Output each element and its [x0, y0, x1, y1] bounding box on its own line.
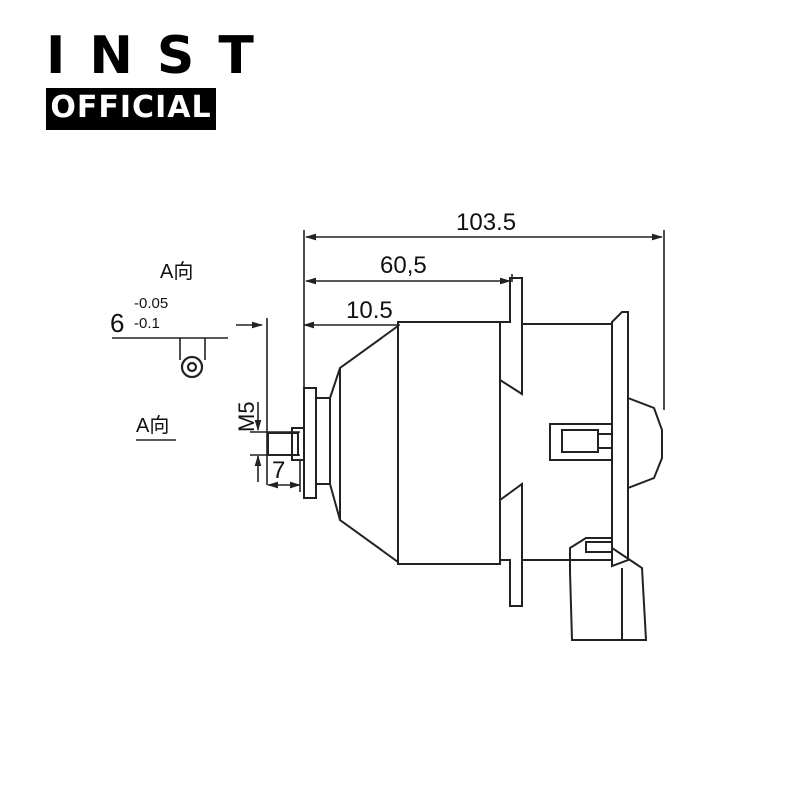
shaft-end-circle [180, 355, 204, 379]
tolerance-lower-label: -0.1 [134, 315, 160, 332]
connector-pin [597, 433, 613, 449]
mounting-bracket [499, 277, 523, 396]
shaft-end-inner [186, 361, 198, 373]
dimension-lines [112, 230, 665, 492]
thread-shaft [267, 432, 299, 456]
mounting-bracket-bottom [499, 482, 523, 607]
connector-slot-inner [561, 429, 599, 453]
body-length-label: 60,5 [380, 252, 427, 279]
front-boss [316, 397, 331, 485]
view-label-top: A向 [160, 260, 193, 283]
thread-label: M5 [234, 401, 259, 432]
overall-length-label: 103.5 [456, 209, 516, 236]
front-flange [303, 387, 317, 499]
view-a-shaft-end [180, 355, 204, 379]
shaft-diameter-label: 6 [110, 308, 124, 338]
rear-cap [627, 397, 663, 489]
brand-tagline: OFFICIAL [46, 88, 216, 130]
shaft-length-label: 10.5 [346, 297, 393, 324]
tolerance-upper-label: -0.05 [134, 295, 168, 312]
view-label-side: A向 [136, 414, 169, 437]
motor-outline [267, 277, 663, 641]
motor-housing [397, 321, 501, 565]
thread-length-label: 7 [272, 457, 285, 484]
dimension-labels: 103.5 60,5 10.5 M5 7 6 -0.05 -0.1 A向 A向 [110, 209, 516, 484]
electrical-connector [569, 537, 648, 641]
connector-latch [585, 541, 613, 553]
rear-plate [611, 311, 629, 568]
